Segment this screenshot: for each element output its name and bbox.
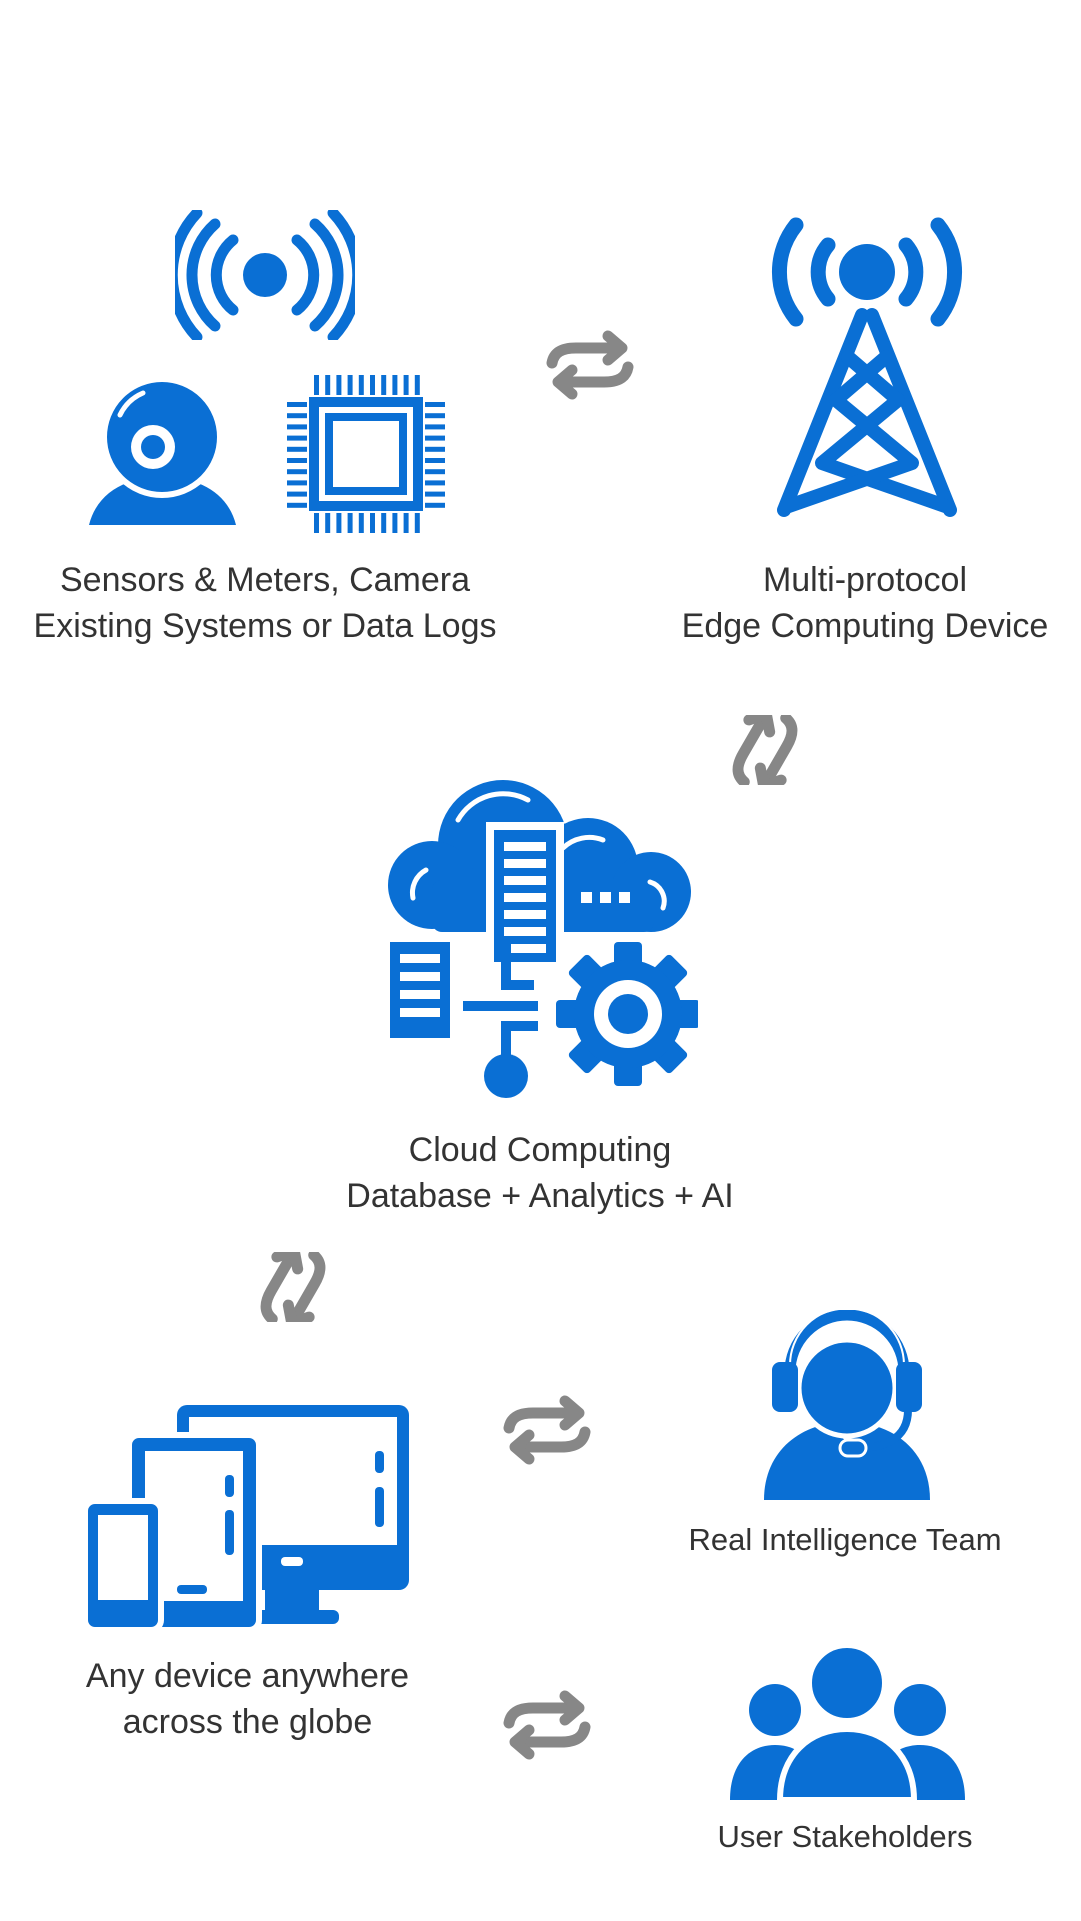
team-label: Real Intelligence Team [660, 1520, 1030, 1560]
devices-label-line2: across the globe [122, 1703, 373, 1741]
edge-label-line2: Edge Computing Device [681, 607, 1049, 645]
bidirectional-arrow-icon [540, 330, 640, 400]
cloud-label-line1: Cloud Computing [408, 1131, 672, 1169]
edge-label-line1: Multi-protocol [762, 561, 968, 599]
devices-label: Any device anywhere across the globe [0, 1653, 495, 1745]
microchip-icon [287, 375, 445, 533]
devices-label-line1: Any device anywhere [85, 1657, 410, 1695]
bidirectional-arrow-icon [497, 1690, 597, 1760]
multi-device-icon [85, 1405, 409, 1630]
stakeholders-label-line1: User Stakeholders [717, 1819, 973, 1854]
radio-tower-icon [772, 217, 962, 517]
webcam-icon [89, 376, 236, 525]
cloud-label: Cloud Computing Database + Analytics + A… [290, 1127, 790, 1219]
sensors-label: Sensors & Meters, Camera Existing System… [0, 557, 530, 649]
cloud-server-network-icon [388, 780, 698, 1098]
edge-label: Multi-protocol Edge Computing Device [660, 557, 1070, 649]
bidirectional-arrow-icon [715, 715, 815, 785]
bidirectional-arrow-icon [243, 1252, 343, 1322]
wireless-signal-icon [175, 210, 355, 340]
user-group-icon [730, 1645, 965, 1800]
bidirectional-arrow-icon [497, 1395, 597, 1465]
support-agent-icon [764, 1310, 930, 1500]
team-label-line1: Real Intelligence Team [688, 1522, 1002, 1557]
cloud-label-line2: Database + Analytics + AI [346, 1177, 734, 1215]
sensors-label-line2: Existing Systems or Data Logs [33, 607, 497, 645]
stakeholders-label: User Stakeholders [660, 1817, 1030, 1857]
sensors-label-line1: Sensors & Meters, Camera [59, 561, 471, 599]
